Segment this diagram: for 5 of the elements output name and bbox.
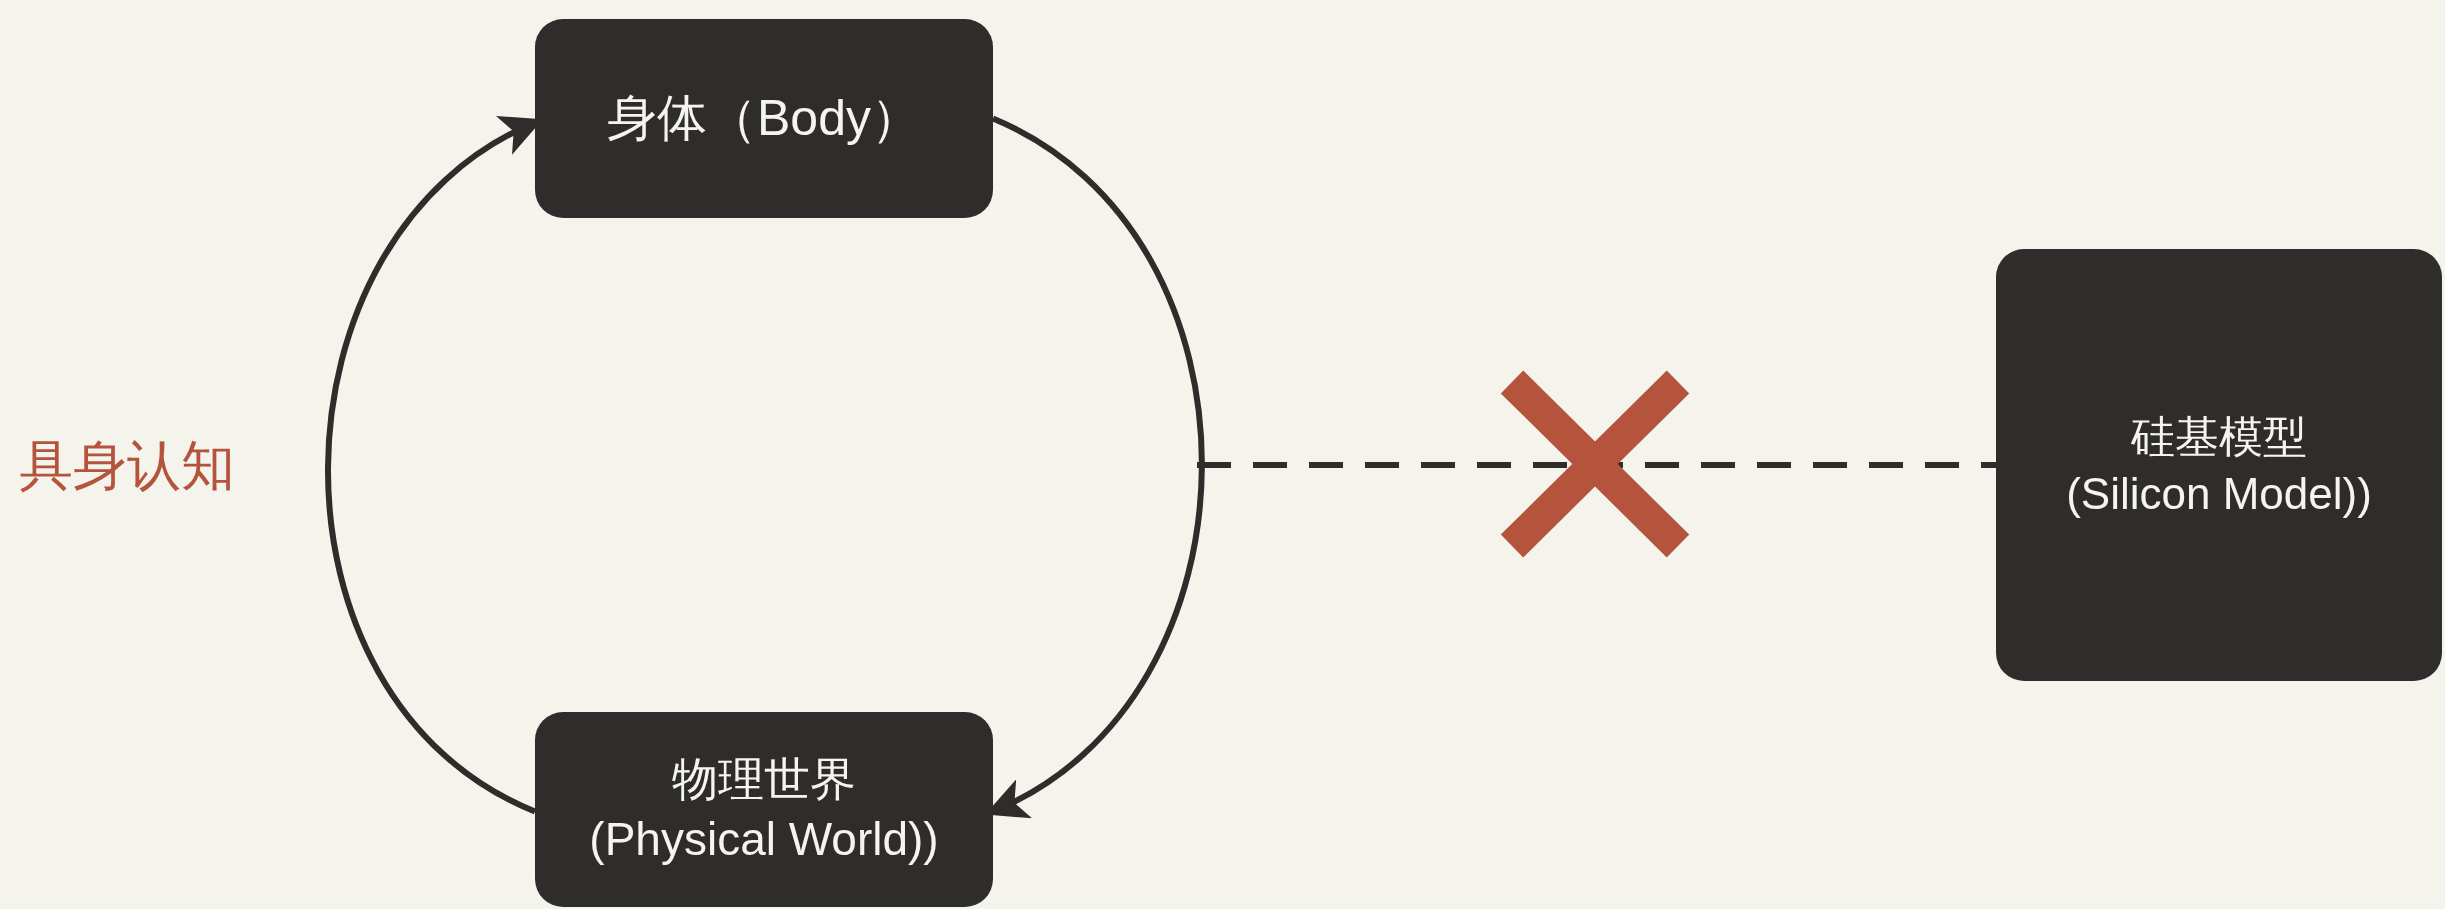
dashed-line (1197, 462, 1996, 468)
side-label: 具身认知 (19, 433, 235, 499)
text-box: 硅基模型 (Silicon Model)) (1996, 249, 2442, 681)
text-box: 身体（Body） (535, 19, 993, 218)
text-box: 物理世界 (Physical World)) (535, 712, 993, 907)
